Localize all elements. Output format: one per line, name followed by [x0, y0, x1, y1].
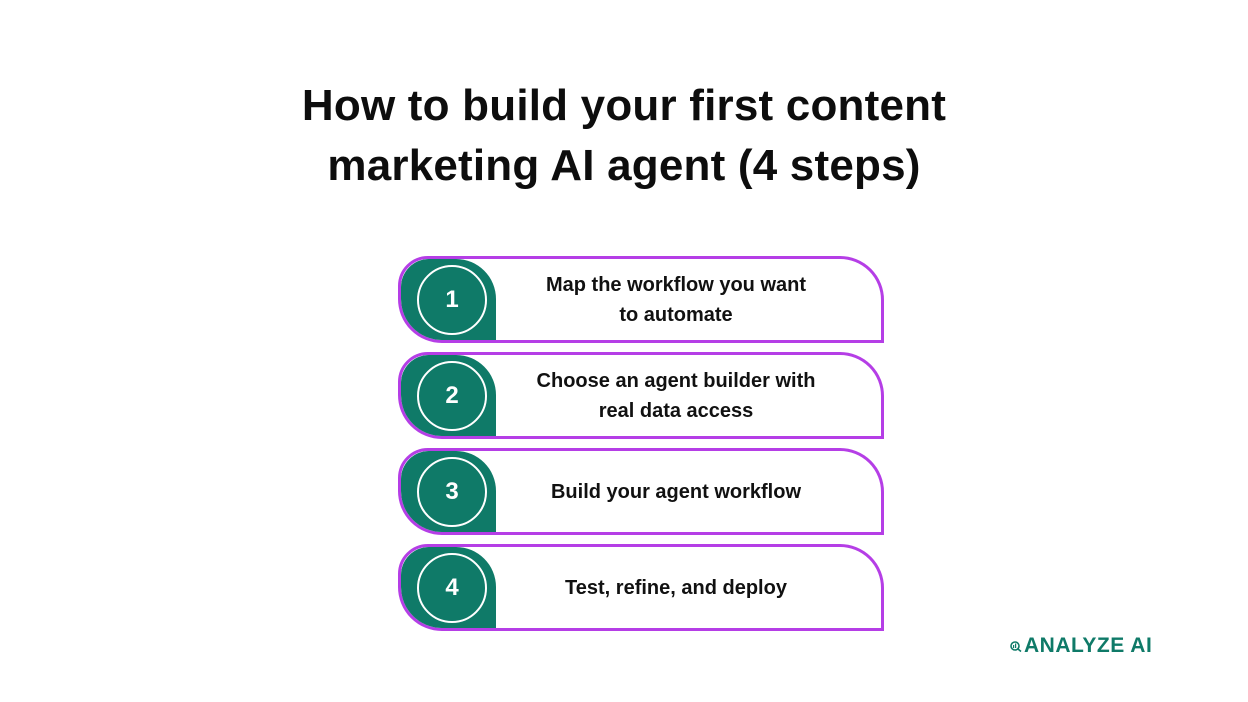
step-text: Choose an agent builder with real data a… [536, 369, 816, 422]
step-number-panel: 3 [401, 451, 496, 532]
step-number-panel: 4 [401, 547, 496, 628]
brand-name: ANALYZE AI [1024, 634, 1153, 657]
step-card-4: 4 Test, refine, and deploy [398, 544, 884, 631]
step-text: Build your agent workflow [550, 480, 801, 503]
step-card-2: 2 Choose an agent builder with real data… [398, 352, 884, 439]
brand-logo: ANALYZE AI [1010, 634, 1152, 658]
steps-list: 1 Map the workflow you want to automate … [398, 256, 884, 640]
step-card-1: 1 Map the workflow you want to automate [398, 256, 884, 343]
step-text: Map the workflow you want to automate [545, 273, 806, 326]
page-title: How to build your first content marketin… [0, 76, 1248, 196]
step-number-panel: 1 [401, 259, 496, 340]
step-number-panel: 2 [401, 355, 496, 436]
analyze-ai-logo-icon [1010, 641, 1022, 652]
title-line-2: marketing AI agent (4 steps) [327, 141, 921, 190]
step-number-circle: 2 [417, 360, 487, 431]
step-number-circle: 4 [417, 552, 487, 623]
step-number-circle: 1 [417, 264, 487, 335]
step-text: Test, refine, and deploy [565, 576, 787, 599]
title-line-1: How to build your first content [301, 81, 947, 130]
step-number-circle: 3 [417, 456, 487, 527]
step-card-3: 3 Build your agent workflow [398, 448, 884, 535]
